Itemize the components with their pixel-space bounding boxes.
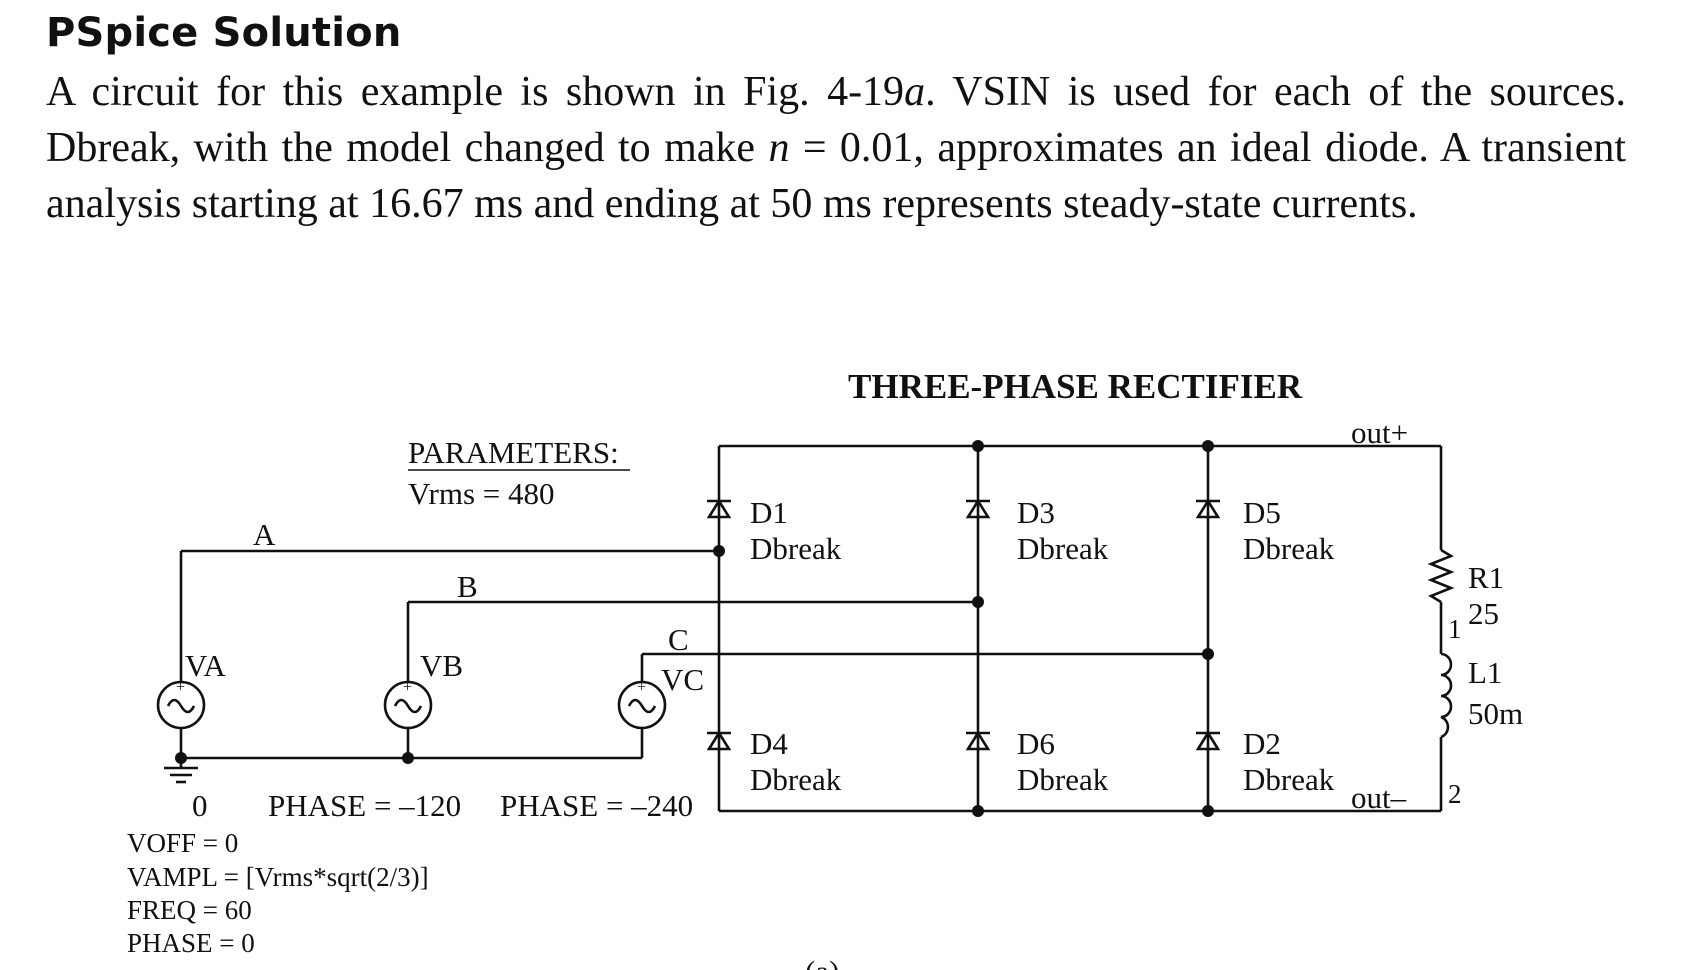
d5-model: Dbreak xyxy=(1243,531,1335,566)
source-va-name: VA xyxy=(185,648,226,683)
l1-value: 50m xyxy=(1468,696,1523,731)
source-vb-name: VB xyxy=(420,648,463,683)
d6-model: Dbreak xyxy=(1017,762,1109,797)
fig-suffix: a xyxy=(904,69,926,115)
ground-node-label: 0 xyxy=(192,788,208,823)
param-phase: PHASE = 0 xyxy=(127,928,255,958)
d2-name: D2 xyxy=(1243,726,1281,761)
body-paragraph: A circuit for this example is shown in F… xyxy=(46,64,1626,232)
d2-model: Dbreak xyxy=(1243,762,1335,797)
d6-name: D6 xyxy=(1017,726,1055,761)
param-freq: FREQ = 60 xyxy=(127,895,252,925)
inductor-l1-symbol xyxy=(1440,652,1453,739)
d1-model: Dbreak xyxy=(750,531,842,566)
r1-name: R1 xyxy=(1468,560,1504,595)
diode-d3-symbol xyxy=(965,498,991,519)
diode-d2-symbol xyxy=(1195,730,1221,751)
diode-d5-symbol xyxy=(1195,498,1221,519)
node-c-label: C xyxy=(668,622,689,657)
pin-2-label: 2 xyxy=(1448,779,1462,809)
source-va-symbol xyxy=(156,680,206,730)
junction xyxy=(713,545,725,557)
parameters-header: PARAMETERS: xyxy=(408,435,619,470)
junction xyxy=(1202,648,1214,660)
junction xyxy=(175,752,187,764)
vb-plus: + xyxy=(403,679,412,696)
d4-name: D4 xyxy=(750,726,788,761)
node-b-label: B xyxy=(457,569,478,604)
vc-plus: + xyxy=(637,679,646,696)
source-vc-symbol xyxy=(617,680,667,730)
vb-phase: PHASE = –120 xyxy=(268,788,461,823)
figure-caption-fragment: (a) xyxy=(805,954,839,970)
diode-d1-symbol xyxy=(706,498,732,519)
junction xyxy=(972,805,984,817)
symbol-n: n xyxy=(768,125,790,171)
r1-value: 25 xyxy=(1468,596,1499,631)
source-vc-name: VC xyxy=(661,662,704,697)
source-vb-symbol xyxy=(383,680,433,730)
junction xyxy=(1202,805,1214,817)
l1-name: L1 xyxy=(1468,655,1502,690)
junction xyxy=(402,752,414,764)
para-text-1: A circuit for this example is shown in F… xyxy=(46,69,905,115)
junction xyxy=(972,596,984,608)
diode-d6-symbol xyxy=(965,730,991,751)
circuit-title: THREE-PHASE RECTIFIER xyxy=(848,367,1303,406)
parameters-value: Vrms = 480 xyxy=(408,476,555,511)
junction xyxy=(1202,440,1214,452)
node-a-label: A xyxy=(253,517,276,552)
diode-symbols xyxy=(706,498,1221,751)
d1-name: D1 xyxy=(750,495,788,530)
diode-d4-symbol xyxy=(706,730,732,751)
d4-model: Dbreak xyxy=(750,762,842,797)
d3-model: Dbreak xyxy=(1017,531,1109,566)
d5-name: D5 xyxy=(1243,495,1281,530)
pin-1-label: 1 xyxy=(1448,614,1462,644)
para-text-3: = 0.01, approximates an ideal diode. A t… xyxy=(46,125,1627,227)
vc-phase: PHASE = –240 xyxy=(500,788,693,823)
junction xyxy=(972,440,984,452)
junctions xyxy=(175,440,1214,817)
node-out-neg-label: out– xyxy=(1351,780,1407,815)
param-vampl: VAMPL = [Vrms*sqrt(2/3)] xyxy=(127,862,429,892)
param-voff: VOFF = 0 xyxy=(127,828,238,858)
section-heading: PSpice Solution xyxy=(46,10,402,56)
para-text-2: . VSIN is used for each of the sources. … xyxy=(46,69,1626,171)
d3-name: D3 xyxy=(1017,495,1055,530)
resistor-r1-symbol xyxy=(1427,548,1455,604)
node-out-pos-label: out+ xyxy=(1351,415,1408,450)
va-plus: + xyxy=(176,679,185,696)
